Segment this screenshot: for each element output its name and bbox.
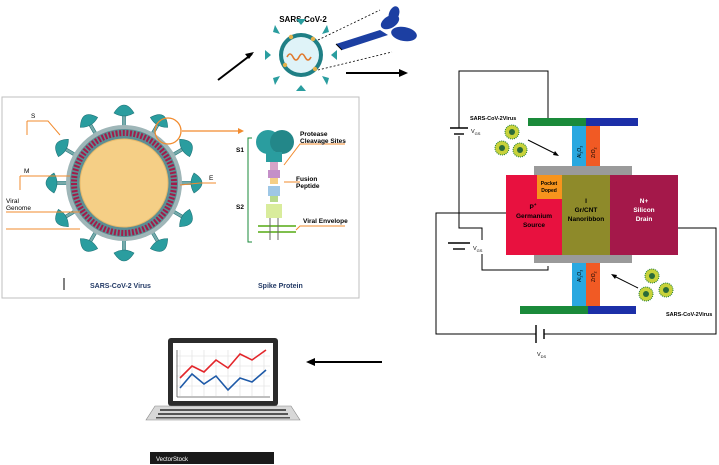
virus-label-top: SARS-CoV-2Virus [470, 116, 516, 122]
pocket-label-1: Pocket [541, 181, 558, 187]
source-label-2: Germanium [516, 213, 552, 220]
circuit-wires [435, 70, 717, 335]
label-viral-envelope: Viral Envelope [303, 218, 348, 225]
label-m: M [24, 168, 29, 175]
pocket-region [537, 175, 562, 199]
drain-label-3: Drain [636, 216, 653, 223]
channel-region [562, 175, 610, 255]
zro2-top-label: ZrO2 [591, 147, 598, 158]
label-s: S [31, 113, 36, 120]
vgs-bottom-label: VGS [473, 246, 483, 253]
drain-label-2: Silicon [633, 207, 654, 214]
label-fusion-1: Fusion [296, 176, 317, 183]
label-protease-2: Cleavage Sites [300, 138, 346, 145]
label-viral-genome-1: Viral [6, 198, 19, 205]
drain-label-1: N+ [640, 198, 649, 205]
battery-vgs-top [450, 127, 468, 135]
al2o3-top-label: Al2O3 [577, 146, 584, 158]
spacer-bottom [534, 254, 632, 263]
mini-viruses-top [494, 124, 528, 158]
arrow-left [306, 358, 382, 366]
arrow-right [346, 69, 408, 77]
vgs-top-label: VGS [471, 129, 481, 136]
gate-top-green [528, 118, 586, 126]
drain-region [610, 175, 678, 255]
top-virus-group: SARS-CoV-2 [265, 6, 417, 91]
battery-vds [535, 325, 545, 343]
spike-callout-circle [154, 117, 182, 145]
label-fusion-2: Peptide [296, 183, 320, 190]
device-panel: VGS VGS VDS Pocket Doped P [435, 70, 717, 359]
channel-label-3: Nanoribbon [568, 216, 604, 223]
channel-label-1: I [585, 198, 587, 205]
virus-label-bottom: SARS-CoV-2Virus [666, 312, 712, 318]
al2o3-bottom-label: Al2O3 [577, 270, 584, 282]
label-viral-genome-2: Genome [6, 205, 31, 212]
caption-spike: Spike Protein [258, 283, 303, 290]
spacer-top [534, 166, 632, 175]
arrow-up-left [217, 52, 254, 81]
laptop-blue-line [179, 369, 267, 392]
watermark-text: VectorStock [156, 457, 189, 463]
zro2-top [586, 126, 600, 166]
pocket-label-2: Doped [541, 188, 557, 194]
channel-label-2: Gr/CNT [575, 207, 598, 214]
virus-labels: S M Viral Genome E [6, 113, 216, 230]
spike-protein-detail: S1 S2 Protease Cleavage Sites Fusion Pep… [236, 130, 348, 243]
label-s2: S2 [236, 204, 244, 211]
virus-arrow-bottom [613, 275, 639, 289]
antibody-icon [335, 6, 417, 51]
watermark-bar [150, 452, 274, 464]
al2o3-top [572, 126, 586, 166]
zro2-bottom [586, 262, 600, 306]
vds-label: VDS [537, 352, 547, 359]
gate-bottom-blue [588, 306, 636, 314]
source-label-1: P+ [530, 202, 537, 211]
top-virus-icon [265, 19, 337, 91]
al2o3-bottom [572, 262, 586, 306]
laptop-icon [145, 338, 301, 421]
gate-bottom-green [520, 306, 588, 314]
battery-vgs-bottom [448, 242, 470, 250]
label-e: E [209, 175, 214, 182]
laptop-red-line [179, 349, 267, 379]
source-label-3: Source [523, 222, 545, 229]
virus-body [45, 104, 203, 262]
zro2-bottom-label: ZrO2 [591, 271, 598, 282]
virus-arrow-top [527, 139, 557, 155]
label-protease-1: Protease [300, 131, 328, 138]
caption-virus: SARS-CoV-2 Virus [90, 283, 151, 290]
laptop-keyboard [156, 409, 290, 419]
binding-dashed-lines [317, 9, 393, 71]
label-s1: S1 [236, 147, 244, 154]
gate-top-blue [586, 118, 638, 126]
virus-panel: S M Viral Genome E [1, 96, 360, 299]
mini-viruses-bottom [638, 268, 674, 302]
